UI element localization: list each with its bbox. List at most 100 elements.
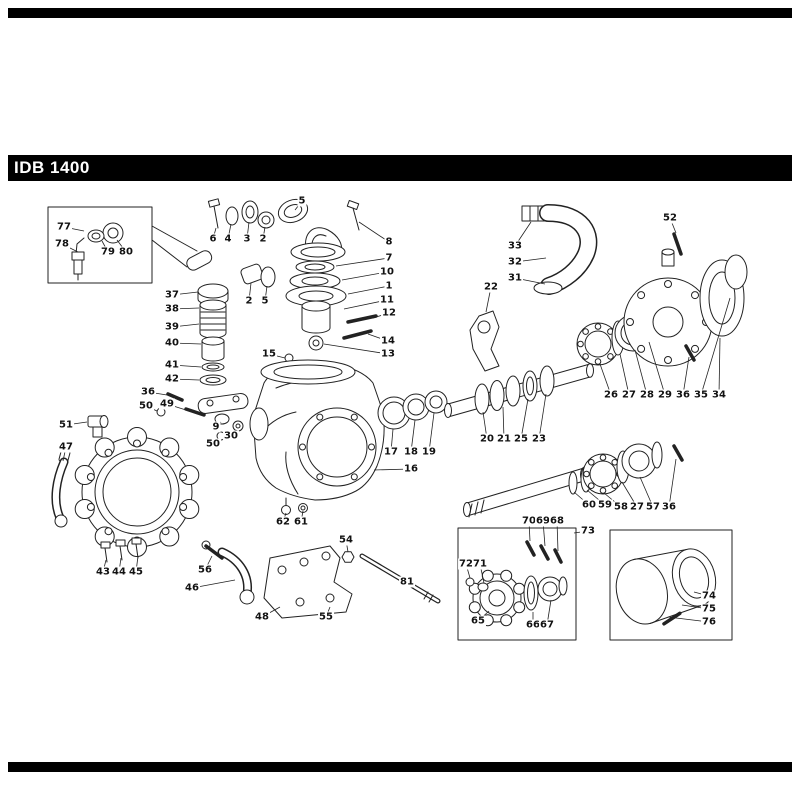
part-label-15: 15 xyxy=(261,348,277,360)
part-label-68: 68 xyxy=(549,515,565,527)
part-label-1: 1 xyxy=(384,280,394,292)
part-label-57: 57 xyxy=(645,501,661,513)
inset-box-pump-head xyxy=(457,527,577,641)
valve-stack xyxy=(284,260,378,363)
part-label-48: 48 xyxy=(254,611,270,623)
part-label-52: 52 xyxy=(662,212,678,224)
part-label-26: 26 xyxy=(603,389,619,401)
part-label-12: 12 xyxy=(381,307,397,319)
hose-elbow xyxy=(521,204,598,295)
part-label-29: 29 xyxy=(657,389,673,401)
inset-box-cover xyxy=(609,529,733,641)
part-label-14: 14 xyxy=(380,335,396,347)
part-label-35: 35 xyxy=(693,389,709,401)
part-label-9: 9 xyxy=(211,421,221,433)
part-label-32: 32 xyxy=(507,256,523,268)
part-label-54: 54 xyxy=(338,534,354,546)
part-label-79: 79 xyxy=(100,246,116,258)
part-label-74: 74 xyxy=(701,590,717,602)
part-label-23: 23 xyxy=(531,433,547,445)
part-label-2: 2 xyxy=(244,295,254,307)
pump-head-inset-parts xyxy=(465,540,568,627)
part-label-77: 77 xyxy=(56,221,72,233)
part-label-22: 22 xyxy=(483,281,499,293)
part-label-80: 80 xyxy=(118,246,134,258)
part-label-17: 17 xyxy=(383,446,399,458)
part-label-66: 66 xyxy=(525,619,541,631)
pump-body xyxy=(249,359,448,501)
part-label-42: 42 xyxy=(164,373,180,385)
part-label-70: 70 xyxy=(521,515,537,527)
part-label-67: 67 xyxy=(539,619,555,631)
part-label-75: 75 xyxy=(701,603,717,615)
part-label-55: 55 xyxy=(318,611,334,623)
part-label-73: 73 xyxy=(580,525,596,537)
part-label-13: 13 xyxy=(380,348,396,360)
part-label-34: 34 xyxy=(711,389,727,401)
inset-box-regulator xyxy=(47,206,153,284)
part-label-76: 76 xyxy=(701,616,717,628)
fitting-and-lever xyxy=(51,415,109,528)
part-label-38: 38 xyxy=(164,303,180,315)
part-label-19: 19 xyxy=(421,446,437,458)
part-label-58: 58 xyxy=(613,501,629,513)
bottom-border-bar xyxy=(8,762,792,772)
control-handle xyxy=(201,540,255,605)
part-label-8: 8 xyxy=(384,236,394,248)
bearing-cover-assembly xyxy=(576,232,748,367)
part-label-71: 71 xyxy=(472,558,488,570)
part-label-47: 47 xyxy=(58,441,74,453)
part-label-2: 2 xyxy=(258,233,268,245)
part-label-62: 62 xyxy=(275,516,291,528)
regulator-valve-parts xyxy=(71,222,198,281)
part-label-16: 16 xyxy=(403,463,419,475)
part-label-56: 56 xyxy=(197,564,213,576)
bolts-row xyxy=(100,537,142,563)
title-bar: IDB 1400 xyxy=(8,155,792,181)
part-label-6: 6 xyxy=(208,233,218,245)
part-label-27: 27 xyxy=(629,501,645,513)
part-label-81: 81 xyxy=(399,576,415,588)
part-label-60: 60 xyxy=(581,499,597,511)
part-label-25: 25 xyxy=(513,433,529,445)
part-label-31: 31 xyxy=(507,272,523,284)
part-label-5: 5 xyxy=(260,295,270,307)
part-label-30: 30 xyxy=(223,430,239,442)
part-label-65: 65 xyxy=(470,615,486,627)
part-label-50: 50 xyxy=(205,438,221,450)
part-label-41: 41 xyxy=(164,359,180,371)
part-label-21: 21 xyxy=(496,433,512,445)
part-label-40: 40 xyxy=(164,337,180,349)
part-label-59: 59 xyxy=(597,499,613,511)
part-label-36: 36 xyxy=(661,501,677,513)
part-label-49: 49 xyxy=(159,398,175,410)
part-label-20: 20 xyxy=(479,433,495,445)
part-label-5: 5 xyxy=(297,195,307,207)
part-label-33: 33 xyxy=(507,240,523,252)
part-label-51: 51 xyxy=(58,419,74,431)
filter-column xyxy=(197,283,229,386)
part-label-37: 37 xyxy=(164,289,180,301)
part-label-61: 61 xyxy=(293,516,309,528)
part-label-36: 36 xyxy=(140,386,156,398)
part-label-46: 46 xyxy=(184,582,200,594)
lever-arm xyxy=(469,310,500,372)
part-label-78: 78 xyxy=(54,238,70,250)
part-label-36: 36 xyxy=(675,389,691,401)
part-label-7: 7 xyxy=(384,252,394,264)
part-label-4: 4 xyxy=(223,233,233,245)
part-label-11: 11 xyxy=(379,294,395,306)
part-label-43: 43 xyxy=(95,566,111,578)
part-label-44: 44 xyxy=(111,566,127,578)
part-label-45: 45 xyxy=(128,566,144,578)
part-label-28: 28 xyxy=(639,389,655,401)
part-label-50: 50 xyxy=(138,400,154,412)
pto-shaft-assembly xyxy=(463,441,684,518)
part-label-69: 69 xyxy=(535,515,551,527)
top-border-bar xyxy=(8,8,792,18)
part-label-3: 3 xyxy=(242,233,252,245)
